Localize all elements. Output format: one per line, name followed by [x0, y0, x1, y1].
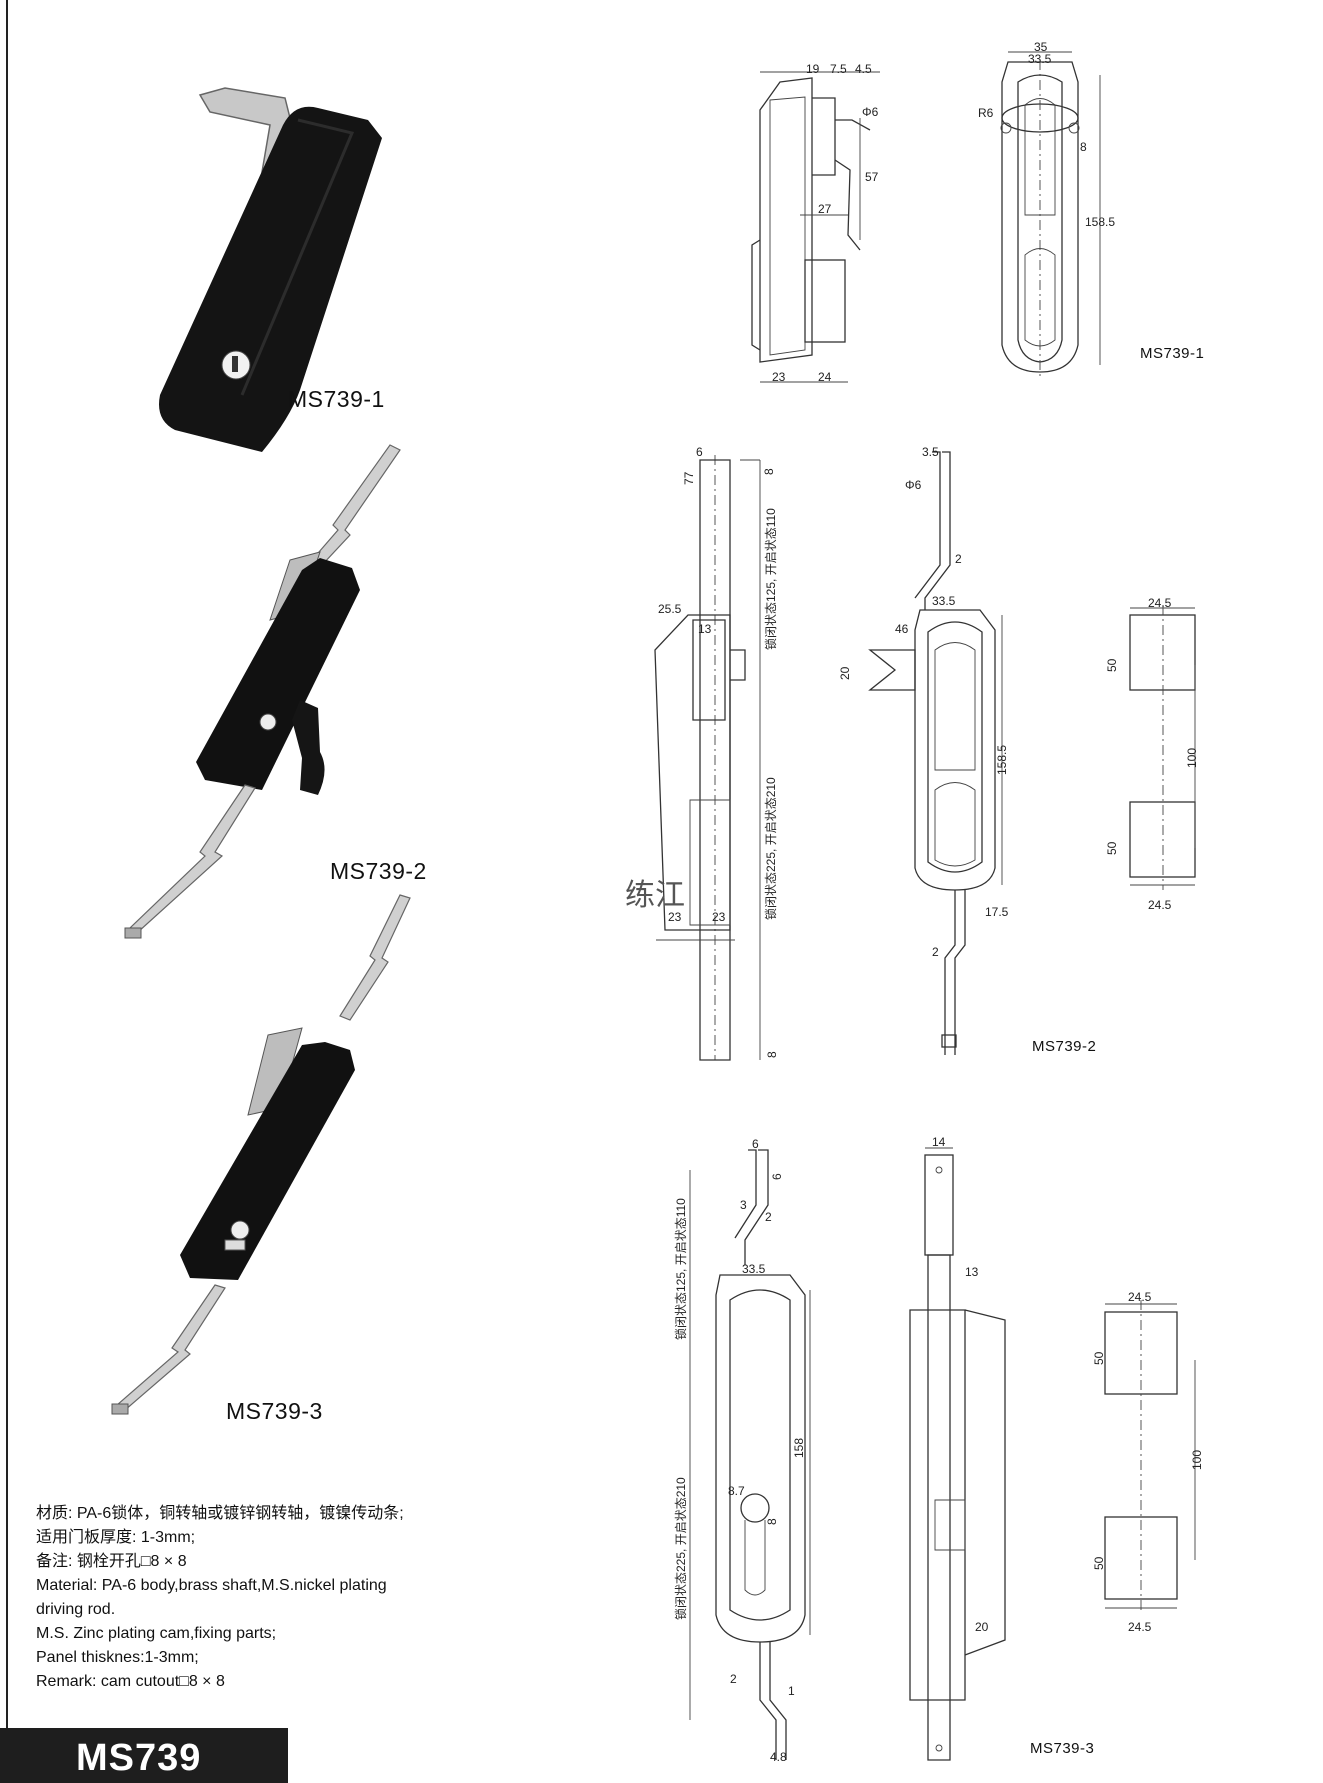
dim-d3-4-8: 4.8	[770, 1750, 787, 1764]
dim-d3-6-top: 6	[752, 1137, 759, 1151]
dim-d2-2-bottom: 2	[932, 945, 939, 959]
dim-d1-19: 19	[806, 62, 820, 76]
dim-d1-27: 27	[818, 202, 832, 216]
dim-d3-2-top: 2	[765, 1210, 772, 1224]
model-banner-title: MS739	[76, 1737, 202, 1779]
dim-d3-8-7: 8.7	[728, 1484, 745, 1498]
note-material-en: Material: PA-6 body,brass shaft,M.S.nick…	[36, 1577, 387, 1594]
note-material-en-2: driving rod.	[36, 1601, 116, 1618]
note-remark-en: Remark: cam cutout□8 × 8	[36, 1673, 225, 1690]
dim-d2-24-5-bottom: 24.5	[1148, 898, 1172, 912]
dim-d2-23-a: 23	[668, 910, 682, 924]
dim-d1-24: 24	[818, 370, 832, 384]
dim-d1-33-5: 33.5	[1028, 52, 1052, 66]
photo-label-ms739-2: MS739-2	[330, 858, 427, 884]
dim-d3-14: 14	[932, 1135, 946, 1149]
watermark: 练江	[625, 878, 685, 913]
dim-d3-50-top: 50	[1092, 1351, 1106, 1365]
dim-d1-57: 57	[865, 170, 879, 184]
dim-d2-17-5: 17.5	[985, 905, 1009, 919]
dim-d2-25-5: 25.5	[658, 602, 682, 616]
dim-d3-13: 13	[965, 1265, 979, 1279]
spec-notes: 材质: PA-6锁体，铜转轴或镀锌钢转轴，镀镍传动条; 适用门板厚度: 1-3m…	[36, 1502, 476, 1694]
dim-d3-2-bottom: 2	[730, 1672, 737, 1686]
dim-d2-phi6: Φ6	[905, 478, 922, 492]
dim-d3-close-open-125-110: 锁闭状态125, 开启状态110	[674, 1198, 688, 1340]
photo-label-ms739-3: MS739-3	[226, 1398, 323, 1424]
dim-d2-33-5: 33.5	[932, 594, 956, 608]
dim-d3-8: 8	[765, 1518, 779, 1525]
dim-d2-2-top: 2	[955, 552, 962, 566]
dim-d1-35: 35	[1034, 40, 1048, 54]
dim-d1-8: 8	[1080, 140, 1087, 154]
drawing-label-ms739-1: MS739-1	[1140, 345, 1205, 362]
dim-d2-13: 13	[698, 622, 712, 636]
dim-d3-50-bottom: 50	[1092, 1556, 1106, 1570]
dim-d2-6: 6	[696, 445, 703, 459]
dim-d1-7-5: 7.5	[830, 62, 847, 76]
note-remark-cn: 备注: 钢栓开孔□8 × 8	[36, 1553, 187, 1570]
dim-d2-46: 46	[895, 622, 909, 636]
dim-d2-24-5-top: 24.5	[1148, 596, 1172, 610]
dim-d1-4-5: 4.5	[855, 62, 872, 76]
dim-d3-close-open-225-210: 锁闭状态225, 开启状态210	[674, 1477, 688, 1620]
note-material-cn: 材质: PA-6锁体，铜转轴或镀锌钢转轴，镀镍传动条;	[36, 1505, 404, 1522]
note-zinc-en: M.S. Zinc plating cam,fixing parts;	[36, 1625, 277, 1642]
photo-label-ms739-1: MS739-1	[288, 386, 385, 412]
dim-d1-158-5: 158.5	[1085, 215, 1116, 229]
dim-d2-3-5: 3.5	[922, 445, 939, 459]
note-thickness-en: Panel thisknes:1-3mm;	[36, 1649, 199, 1666]
dim-d3-33-5: 33.5	[742, 1262, 766, 1276]
dim-d1-r6: R6	[978, 106, 994, 120]
note-thickness-cn: 适用门板厚度: 1-3mm;	[36, 1529, 196, 1546]
dim-d1-phi6: Φ6	[862, 105, 879, 119]
drawing-label-ms739-3: MS739-3	[1030, 1740, 1095, 1757]
dim-d3-3: 3	[740, 1198, 747, 1212]
dim-d3-20: 20	[975, 1620, 989, 1634]
dim-d3-24-5-bottom: 24.5	[1128, 1620, 1152, 1634]
dim-d3-100: 100	[1190, 1449, 1204, 1470]
dim-d3-6-side: 6	[770, 1173, 784, 1180]
dim-d2-23-b: 23	[712, 910, 726, 924]
dim-d1-23: 23	[772, 370, 786, 384]
drawing-label-ms739-2: MS739-2	[1032, 1038, 1097, 1055]
dim-d3-24-5-top: 24.5	[1128, 1290, 1152, 1304]
model-banner	[0, 1728, 288, 1783]
page-border-line	[6, 0, 8, 1783]
dim-d3-1: 1	[788, 1684, 795, 1698]
dim-d3-158: 158	[792, 1437, 806, 1458]
